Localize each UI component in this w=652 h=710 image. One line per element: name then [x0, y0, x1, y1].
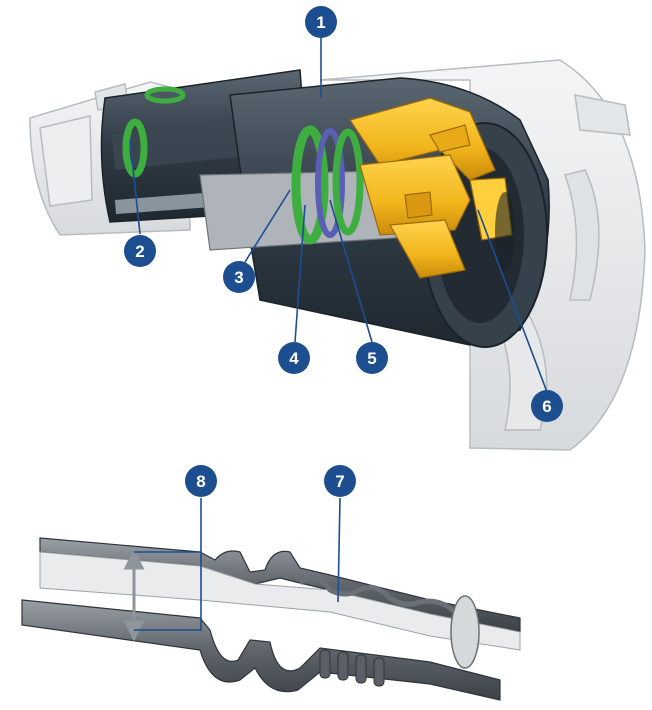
callout-4: 4 [278, 342, 310, 374]
callout-label: 8 [196, 472, 205, 491]
callout-label: 7 [335, 472, 344, 491]
callout-6: 6 [531, 390, 563, 422]
callout-8: 8 [185, 465, 217, 497]
badge-circle [531, 390, 563, 422]
badge-circle [278, 342, 310, 374]
callout-5: 5 [356, 342, 388, 374]
callout-3: 3 [223, 261, 255, 293]
pipe-end-opening [450, 595, 480, 669]
badge-circle [356, 342, 388, 374]
pipe-inner-liner [39, 551, 521, 651]
green-o-ring [291, 125, 329, 245]
violet-separator-ring [315, 128, 345, 238]
callout-1: 1 [305, 6, 337, 38]
badge-circle [305, 6, 337, 38]
pipe-wall-top [39, 537, 521, 633]
connector-cutaway [29, 59, 646, 451]
badge-circle [185, 465, 217, 497]
green-o-ring-left [122, 118, 148, 178]
press-sleeve [298, 575, 457, 614]
pipe-cross-section [21, 537, 521, 701]
callout-7: 7 [324, 465, 356, 497]
callout-label: 1 [316, 13, 325, 32]
yellow-collet [349, 97, 513, 279]
callout-label: 5 [367, 349, 376, 368]
badge-circle [324, 465, 356, 497]
leader-lines [129, 38, 548, 631]
callout-label: 6 [542, 397, 551, 416]
callout-label: 4 [289, 349, 299, 368]
badge-circle [124, 235, 156, 267]
callout-label: 2 [135, 242, 144, 261]
callout-2: 2 [124, 235, 156, 267]
callout-label: 3 [234, 268, 243, 287]
badge-circle [223, 261, 255, 293]
